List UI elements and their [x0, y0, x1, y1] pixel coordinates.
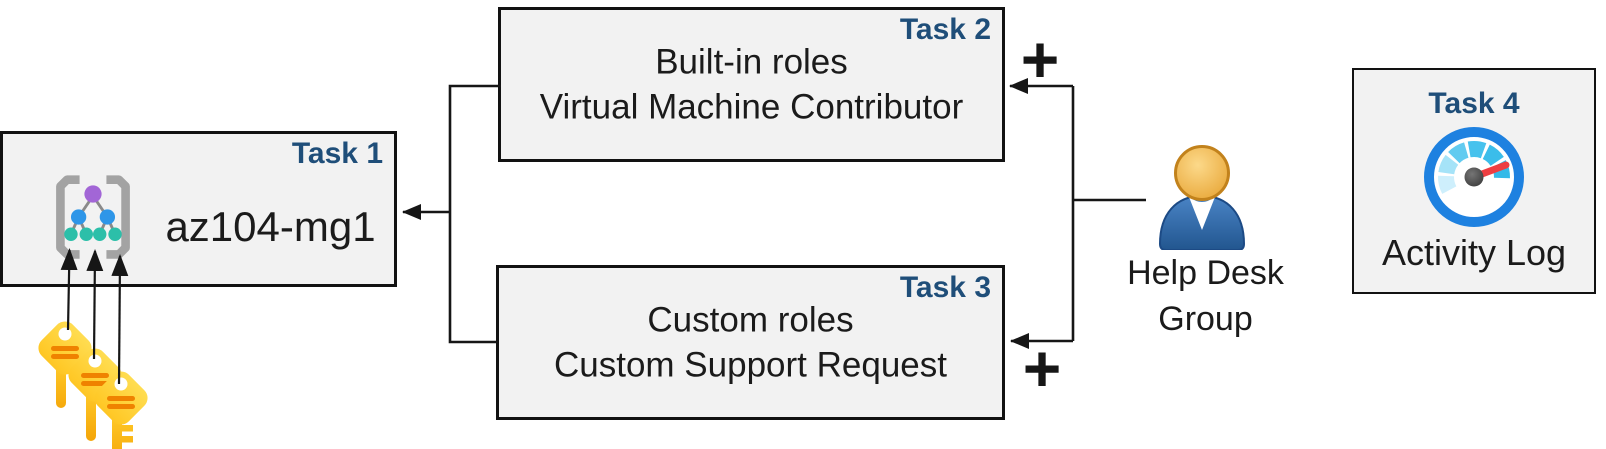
- access-keys-icon: [38, 312, 148, 449]
- task3-text: Custom roles Custom Support Request: [499, 297, 1002, 388]
- help-desk-group-label: Help Desk Group: [1127, 254, 1284, 338]
- user-group-icon: [1152, 140, 1252, 251]
- task1-badge: Task 1: [291, 137, 383, 170]
- plus-sign-top: +: [1020, 22, 1060, 96]
- leaf-node: [93, 227, 107, 241]
- person-head: [1174, 145, 1230, 201]
- task4-box: Task 4 A: [1352, 68, 1596, 294]
- task2-text: Built-in roles Virtual Machine Contribut…: [501, 39, 1002, 130]
- gauge-icon-svg: [1424, 127, 1524, 227]
- task2-line2: Virtual Machine Contributor: [539, 87, 964, 127]
- management-group-name: az104-mg1: [165, 203, 376, 250]
- user-icon-svg: [1158, 145, 1246, 251]
- gauge-hub: [1464, 167, 1484, 187]
- leaf-node: [108, 227, 122, 241]
- leaf-node: [64, 227, 78, 241]
- mid-node: [70, 209, 87, 225]
- task2-badge: Task 2: [899, 13, 991, 46]
- management-group-icon: [47, 171, 139, 263]
- mid-node: [99, 209, 116, 225]
- management-group-icon-svg: [56, 175, 130, 259]
- elbow-connector-left: [448, 84, 501, 344]
- plus-sign-bottom: +: [1022, 331, 1062, 405]
- leaf-node: [79, 227, 93, 241]
- keys-icon-svg: [38, 321, 148, 449]
- task3-line2: Custom Support Request: [554, 345, 947, 385]
- task3-box: Task 3 Custom roles Custom Support Reque…: [496, 265, 1005, 420]
- activity-log-gauge-icon: [1424, 127, 1524, 227]
- person-collar: [1189, 197, 1215, 230]
- task2-box: Task 2 Built-in roles Virtual Machine Co…: [498, 7, 1005, 162]
- task3-badge: Task 3: [899, 271, 991, 304]
- task4-badge: Task 4: [1428, 87, 1520, 120]
- task2-line1: Built-in roles: [655, 42, 848, 81]
- task4-caption: Activity Log: [1381, 232, 1567, 273]
- gauge-segments: [1438, 141, 1510, 194]
- root-node: [84, 185, 102, 203]
- task3-line1: Custom roles: [647, 300, 854, 339]
- task1-box: Task 1 az104-mg1: [0, 131, 397, 287]
